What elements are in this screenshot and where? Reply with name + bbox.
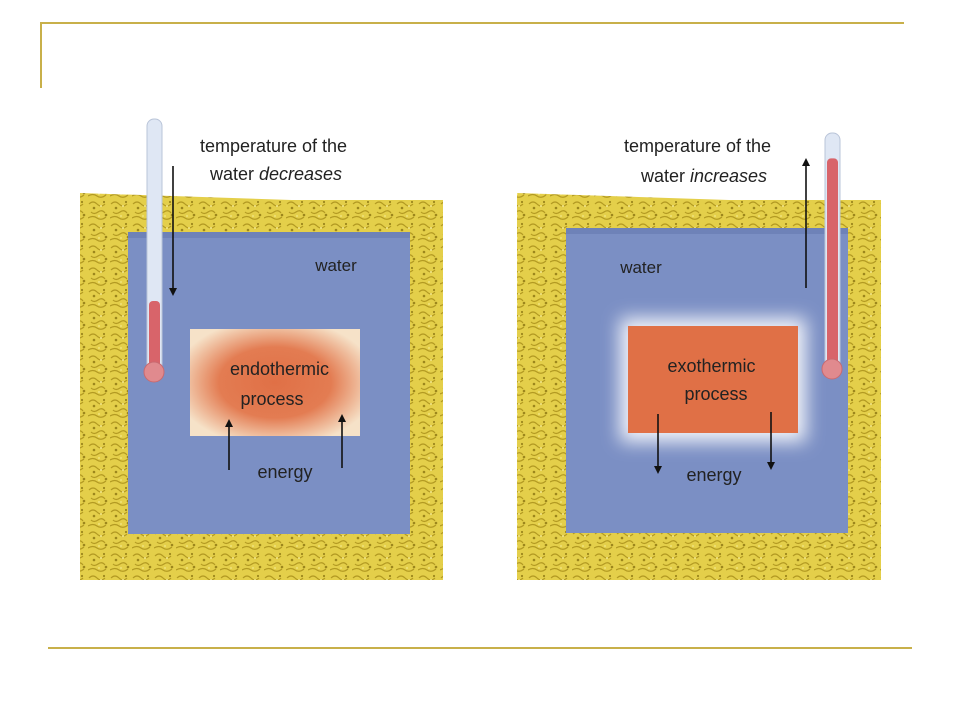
left-thermometer-bulb (143, 361, 165, 383)
left-water-shadow (128, 232, 410, 238)
right-thermometer-fill (827, 158, 838, 369)
right-water-label: water (619, 258, 662, 277)
right-energy-label: energy (686, 465, 741, 485)
right-process-label: exothermic process (667, 356, 760, 404)
left-thermometer-fill (149, 301, 160, 371)
right-thermometer-bulb (821, 358, 843, 380)
left-water-label: water (314, 256, 357, 275)
right-water-shadow (566, 228, 848, 234)
left-calorimeter: endothermic process energy water tempera… (80, 118, 443, 580)
left-caption: temperature of the water decreases (200, 136, 352, 184)
right-caption: temperature of the water increases (624, 136, 776, 186)
exothermic-process-box (628, 326, 798, 433)
right-calorimeter: exothermic process energy water temperat… (517, 132, 881, 580)
top-accent-line (40, 22, 904, 24)
left-energy-label: energy (257, 462, 312, 482)
bottom-accent-line (48, 647, 912, 649)
left-accent-line (40, 22, 42, 88)
left-process-label: endothermic process (230, 359, 334, 409)
endothermic-process-box (190, 329, 360, 436)
